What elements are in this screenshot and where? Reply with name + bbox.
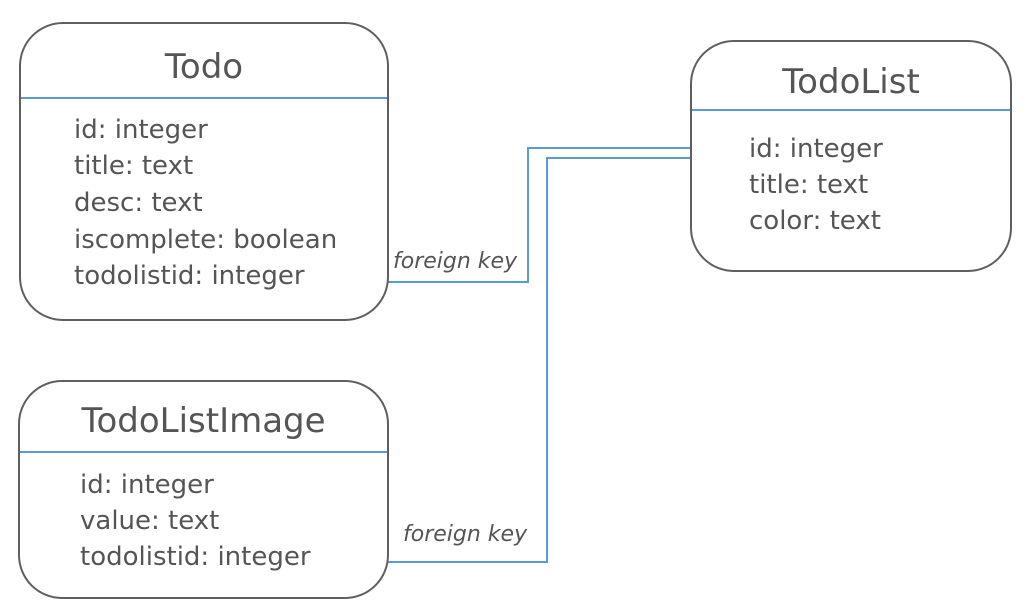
todo-field-title: title: text xyxy=(74,151,194,181)
todolistimage-to-todolist-connector xyxy=(326,153,736,563)
todolist-field-title: title: text xyxy=(749,170,869,200)
todolistimage-entity-title: TodoListImage xyxy=(20,382,387,453)
todo-entity: Todo id: integer title: text desc: text … xyxy=(19,22,389,321)
todolistimage-entity: TodoListImage id: integer value: text to… xyxy=(18,380,389,599)
todolistimage-field-value: value: text xyxy=(80,506,220,536)
todo-foreign-key-label: foreign key xyxy=(393,249,518,274)
todo-field-iscomplete: iscomplete: boolean xyxy=(74,225,338,255)
todo-field-todolistid: todolistid: integer xyxy=(74,261,305,291)
todo-to-todolist-connector xyxy=(343,143,712,283)
todolist-field-id: id: integer xyxy=(749,134,883,164)
todolist-entity-title: TodoList xyxy=(692,42,1010,111)
todolistimage-field-id: id: integer xyxy=(80,470,214,500)
todo-entity-title: Todo xyxy=(21,24,387,99)
todolist-entity: TodoList id: integer title: text color: … xyxy=(690,40,1012,272)
todo-field-id: id: integer xyxy=(74,115,208,145)
todolistimage-foreign-key-label: foreign key xyxy=(403,522,528,547)
todolistimage-field-todolistid: todolistid: integer xyxy=(80,542,311,572)
todolist-field-color: color: text xyxy=(749,206,881,236)
todo-field-desc: desc: text xyxy=(74,188,203,218)
